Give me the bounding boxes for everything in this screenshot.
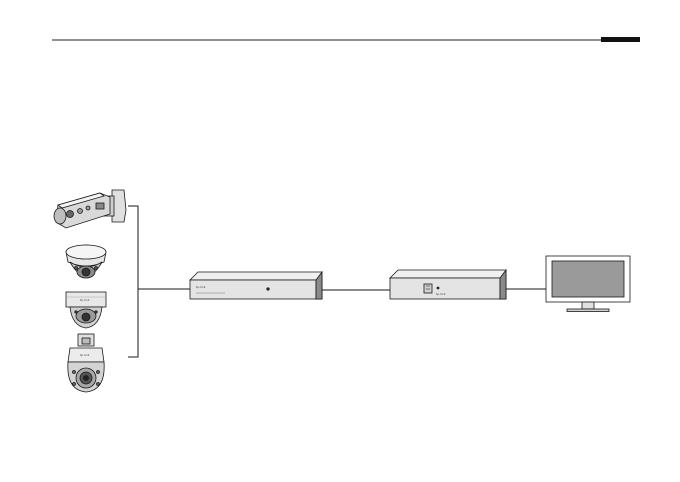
monitor-icon xyxy=(546,256,630,312)
header-tab-bar xyxy=(601,37,640,42)
poe-switch-icon xyxy=(190,272,322,299)
ptz-camera-icon xyxy=(68,334,104,392)
nvr-brand: tp-link xyxy=(436,292,446,296)
dome-camera-brand: tp-link xyxy=(80,298,90,302)
switch-brand: tp-link xyxy=(196,285,206,289)
bullet-camera-icon xyxy=(54,190,126,228)
nvr-icon xyxy=(390,270,506,299)
ptz-camera-brand: tp-link xyxy=(80,353,90,357)
camera-group-bracket xyxy=(128,206,138,357)
turret-camera-icon xyxy=(66,245,106,278)
